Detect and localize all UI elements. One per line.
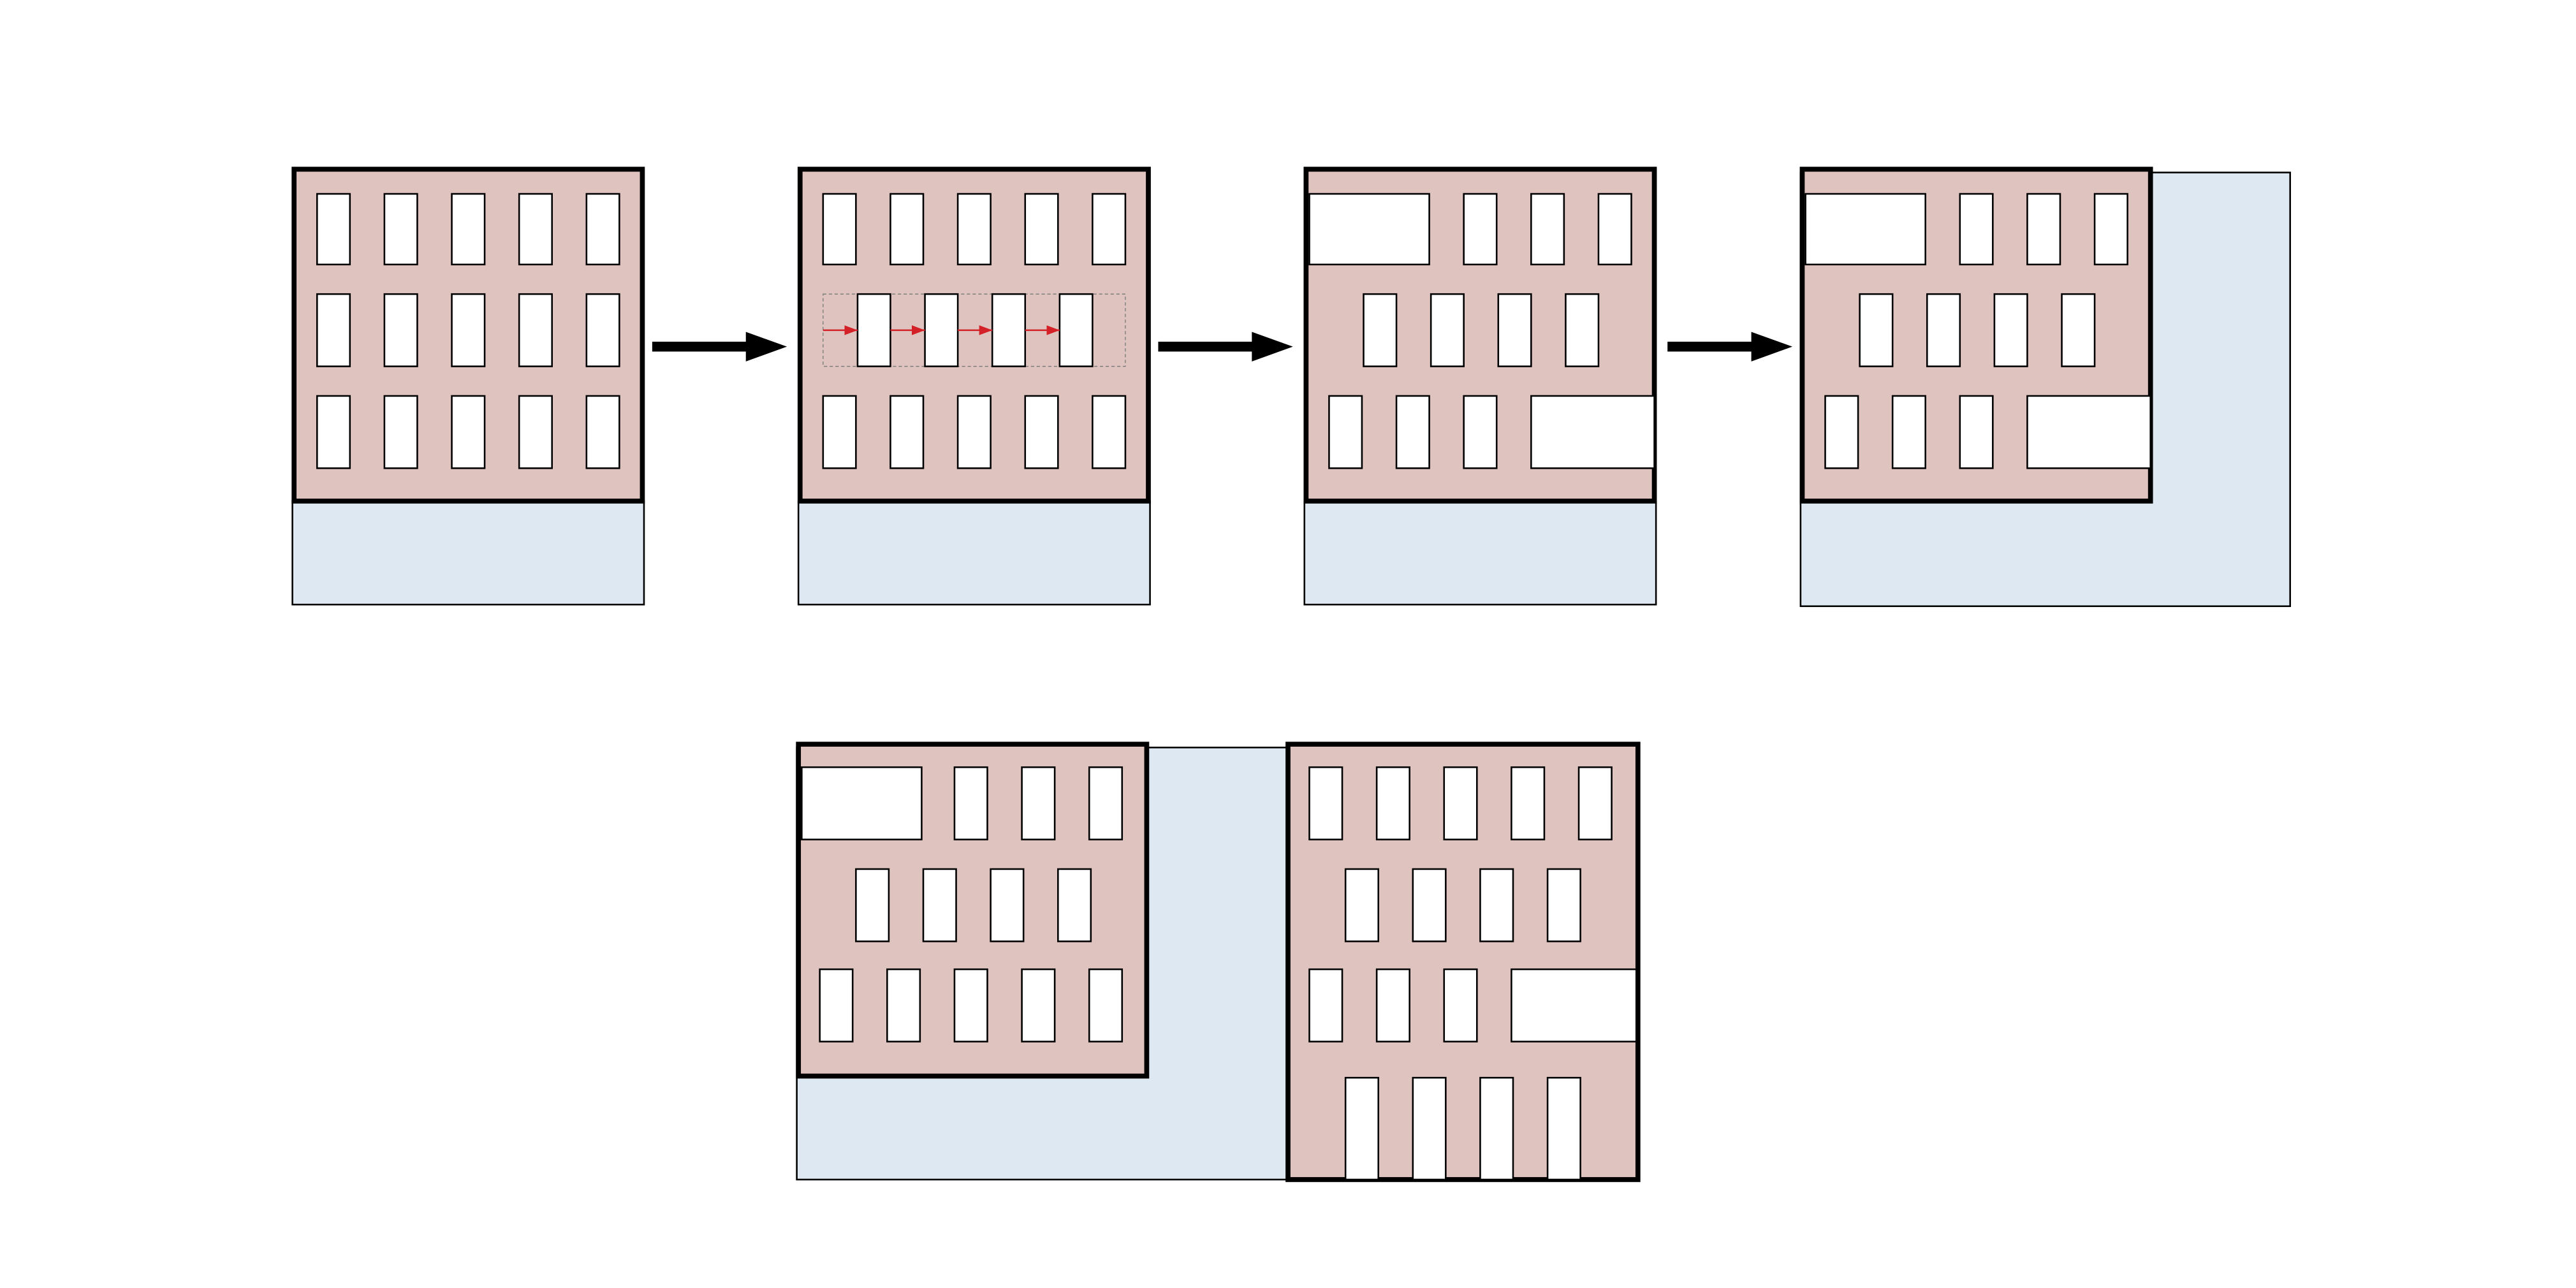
window [383, 293, 418, 367]
window [886, 968, 921, 1043]
window [585, 395, 620, 469]
window [1308, 766, 1343, 840]
window [1891, 395, 1926, 469]
window [1959, 193, 1994, 266]
window [1546, 1076, 1581, 1181]
step-arrow-icon [1158, 332, 1293, 362]
ground-block [291, 500, 645, 606]
window [819, 968, 854, 1043]
window [1479, 868, 1514, 942]
window [1443, 968, 1478, 1043]
window [1530, 395, 1655, 469]
window [1497, 293, 1532, 367]
window [1024, 193, 1059, 266]
window [518, 193, 553, 266]
window [855, 868, 890, 942]
window [856, 293, 891, 367]
step-5-combined-buildings [796, 742, 1641, 1182]
window [1375, 766, 1410, 840]
step-2-shift-middle-row [797, 166, 1151, 606]
window [1375, 968, 1410, 1043]
window [1058, 293, 1094, 367]
window [1308, 968, 1343, 1043]
window [1057, 868, 1092, 942]
window [1308, 193, 1430, 266]
arrow-head [745, 332, 787, 362]
window [990, 868, 1025, 942]
window [1530, 193, 1565, 266]
window [585, 293, 620, 367]
step-3-merged-openings [1303, 166, 1657, 606]
step-arrow-icon [652, 332, 787, 362]
window [451, 193, 486, 266]
window [924, 293, 959, 367]
window [991, 293, 1027, 367]
window [1577, 766, 1613, 840]
window [1959, 395, 1994, 469]
window [1344, 1076, 1379, 1181]
window [1088, 968, 1123, 1043]
window [1412, 868, 1447, 942]
window [1479, 1076, 1514, 1181]
window [1824, 395, 1859, 469]
window [1092, 193, 1127, 266]
window [1463, 193, 1498, 266]
window [1511, 968, 1637, 1043]
ground-block [797, 500, 1151, 606]
window [518, 395, 553, 469]
window [822, 193, 857, 266]
window [1804, 193, 1926, 266]
window [316, 395, 351, 469]
step-1-original-building [291, 166, 645, 606]
arrow-head [1751, 332, 1792, 362]
window [383, 193, 418, 266]
window [2026, 395, 2151, 469]
window [1546, 868, 1581, 942]
window [1412, 1076, 1447, 1181]
window [1092, 395, 1127, 469]
window [1021, 766, 1056, 840]
window [383, 395, 418, 469]
step-4-extended-ground [1799, 166, 2291, 608]
window [1993, 293, 2028, 367]
window [316, 293, 351, 367]
window [1344, 868, 1379, 942]
window [451, 395, 486, 469]
window [1395, 395, 1430, 469]
window [1328, 395, 1363, 469]
window [2061, 293, 2096, 367]
shift-region-outline [823, 293, 1126, 367]
window [956, 193, 992, 266]
window [451, 293, 486, 367]
window [585, 193, 620, 266]
window [1926, 293, 1961, 367]
window [801, 766, 923, 840]
window [953, 968, 988, 1043]
window [1088, 766, 1123, 840]
window [1363, 293, 1398, 367]
ground-block [1303, 500, 1657, 606]
window [922, 868, 957, 942]
window [822, 395, 857, 469]
window [1511, 766, 1546, 840]
step-arrow-icon [1667, 332, 1792, 362]
window [1024, 395, 1059, 469]
window [1859, 293, 1894, 367]
window [1597, 193, 1632, 266]
window [1565, 293, 1600, 367]
window [1430, 293, 1465, 367]
window [956, 395, 992, 469]
arrow-head [1252, 332, 1293, 362]
window [316, 193, 351, 266]
window [953, 766, 988, 840]
window [518, 293, 553, 367]
window [889, 193, 925, 266]
window [1021, 968, 1056, 1043]
window [889, 395, 925, 469]
window [1443, 766, 1478, 840]
window [2093, 193, 2128, 266]
window [1463, 395, 1498, 469]
window [2026, 193, 2061, 266]
